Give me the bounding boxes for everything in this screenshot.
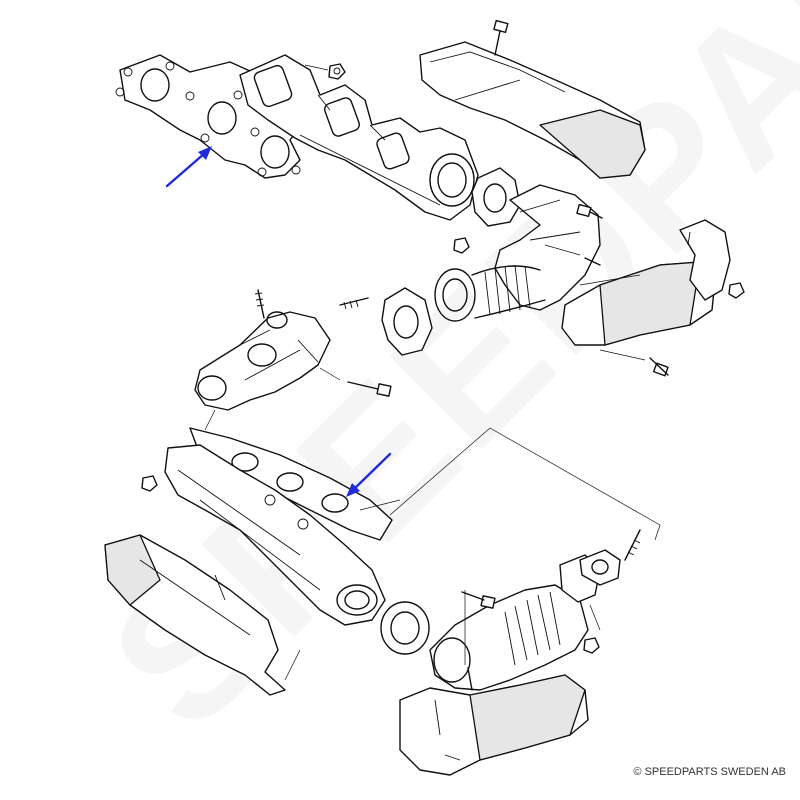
lower-flex-pipe[interactable]	[429, 554, 601, 691]
bolt-cat-upper[interactable]	[649, 357, 669, 377]
upper-flex-downpipe[interactable]	[434, 184, 601, 322]
bolt-turbo-outlet[interactable]	[347, 381, 392, 397]
stud-turbo-outlet[interactable]	[254, 289, 265, 319]
lower-exhaust-manifold[interactable]	[164, 444, 386, 626]
lower-flange-gasket[interactable]	[579, 549, 621, 586]
bolt-lower-flex[interactable]	[461, 591, 496, 609]
nut-upper[interactable]	[328, 63, 346, 80]
lower-catalytic-converter[interactable]	[399, 674, 589, 776]
bolt-downpipe-upper[interactable]	[576, 203, 603, 219]
turbo-outlet-housing[interactable]	[194, 311, 331, 411]
upper-exhaust-manifold[interactable]	[239, 54, 479, 221]
copyright-text: © SPEEDPARTS SWEDEN AB	[633, 766, 786, 778]
nut-cat-upper-right[interactable]	[728, 282, 745, 299]
upper-catalytic-converter[interactable]	[561, 219, 731, 346]
stud-lower-flex[interactable]	[624, 529, 641, 561]
middle-round-gasket[interactable]	[381, 287, 433, 356]
stud-lower-cat[interactable]	[467, 667, 473, 691]
bolt-heat-shield-upper[interactable]	[493, 19, 509, 56]
nut-lower-left[interactable]	[141, 475, 158, 492]
upper-gasket-small[interactable]	[471, 167, 521, 227]
upper-heat-shield[interactable]	[419, 41, 646, 179]
lower-round-gasket[interactable]	[380, 601, 430, 655]
arrow-upper-gasket	[165, 146, 212, 188]
nut-lower-flex[interactable]	[583, 637, 600, 654]
stud-downpipe-upper[interactable]	[584, 257, 601, 266]
stud-middle[interactable]	[339, 297, 369, 310]
lower-heat-shield[interactable]	[104, 534, 286, 696]
nut-middle[interactable]	[453, 237, 470, 254]
arrow-lower-gasket	[346, 452, 392, 497]
leader-lines	[204, 244, 661, 681]
